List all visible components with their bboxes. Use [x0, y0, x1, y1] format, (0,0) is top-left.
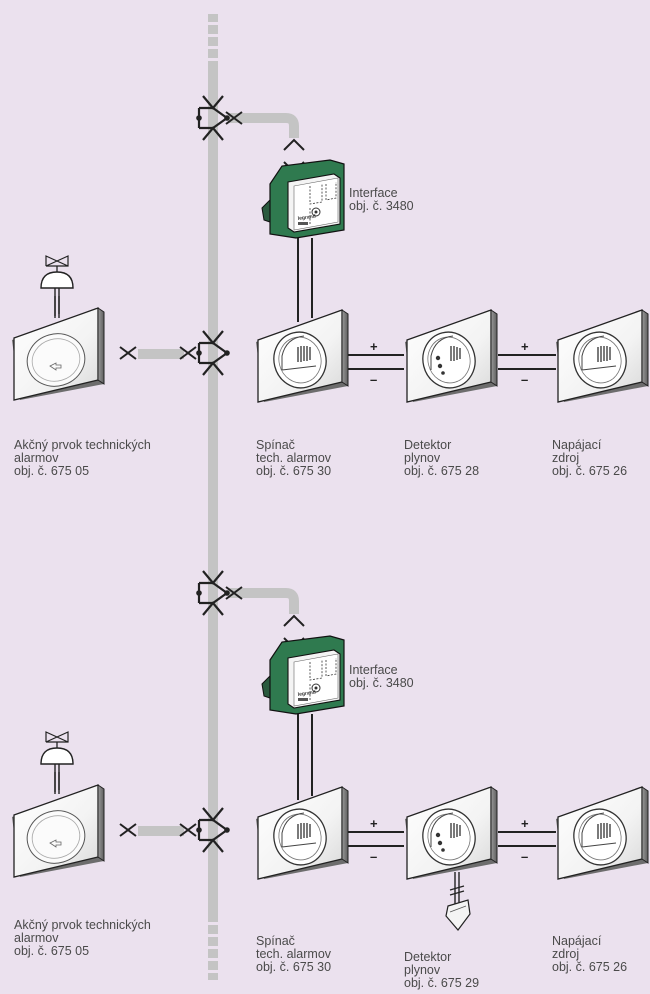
detector-ref: obj. č. 675 29	[404, 976, 480, 990]
interface-label: Interface obj. č. 3480	[349, 187, 414, 213]
power-supply-name-cont: zdroj	[552, 451, 580, 465]
branch-connector	[119, 346, 137, 360]
detector-label: Detektor plynov obj. č. 675 29	[404, 951, 479, 990]
switch-name-cont: tech. alarmov	[256, 947, 332, 961]
bus-cable	[138, 14, 299, 980]
valve-icon	[40, 255, 74, 319]
interface-ref: obj. č. 3480	[349, 676, 414, 690]
switch-ref: obj. č. 675 30	[256, 464, 332, 478]
detector-plate	[404, 309, 498, 403]
switch-name-cont: tech. alarmov	[256, 451, 332, 465]
interface-label: Interface obj. č. 3480	[349, 664, 414, 690]
power-supply-ref: obj. č. 675 26	[552, 464, 628, 478]
detector-ref: obj. č. 675 28	[404, 464, 480, 478]
plus-sign: +	[521, 816, 529, 831]
interface-ref: obj. č. 3480	[349, 199, 414, 213]
minus-sign: –	[370, 849, 378, 864]
minus-sign: –	[521, 849, 529, 864]
switch-label: Spínač tech. alarmov obj. č. 675 30	[256, 935, 331, 974]
actuator-ref: obj. č. 675 05	[14, 944, 90, 958]
branch-connector	[119, 823, 137, 837]
plus-sign: +	[370, 339, 378, 354]
actuator-name: Akčný prvok technických	[14, 918, 151, 932]
actuator-label: Akčný prvok technických alarmov obj. č. …	[14, 439, 151, 478]
interface-name: Interface	[349, 186, 398, 200]
power-supply-plate	[555, 309, 649, 403]
interface-module	[261, 159, 345, 239]
minus-sign: –	[521, 372, 529, 387]
power-supply-name: Napájací	[552, 934, 602, 948]
detector-plate	[404, 786, 498, 880]
plus-sign: +	[370, 816, 378, 831]
detector-name: Detektor	[404, 950, 452, 964]
power-supply-plate	[555, 786, 649, 880]
switch-plate	[255, 786, 349, 880]
switch-label: Spínač tech. alarmov obj. č. 675 30	[256, 439, 331, 478]
interface-name: Interface	[349, 663, 398, 677]
power-supply-label: Napájací zdroj obj. č. 675 26	[552, 439, 627, 478]
switch-ref: obj. č. 675 30	[256, 960, 332, 974]
switch-name: Spínač	[256, 934, 295, 948]
actuator-name-cont: alarmov	[14, 931, 59, 945]
power-supply-label: Napájací zdroj obj. č. 675 26	[552, 935, 627, 974]
actuator-label: Akčný prvok technických alarmov obj. č. …	[14, 919, 151, 958]
detector-label: Detektor plynov obj. č. 675 28	[404, 439, 479, 478]
detector-name: Detektor	[404, 438, 452, 452]
actuator-name: Akčný prvok technických	[14, 438, 151, 452]
actuator-ref: obj. č. 675 05	[14, 464, 90, 478]
detector-name-cont: plynov	[404, 963, 441, 977]
actuator-plate	[11, 307, 105, 401]
power-supply-ref: obj. č. 675 26	[552, 960, 628, 974]
detector-name-cont: plynov	[404, 451, 441, 465]
interface-module	[261, 635, 345, 715]
switch-plate	[255, 309, 349, 403]
power-supply-name: Napájací	[552, 438, 602, 452]
switch-name: Spínač	[256, 438, 295, 452]
actuator-plate	[11, 784, 105, 878]
minus-sign: –	[370, 372, 378, 387]
valve-icon	[40, 731, 74, 795]
power-supply-name-cont: zdroj	[552, 947, 580, 961]
sensor-probe-icon	[445, 872, 471, 931]
actuator-name-cont: alarmov	[14, 451, 59, 465]
plus-sign: +	[521, 339, 529, 354]
